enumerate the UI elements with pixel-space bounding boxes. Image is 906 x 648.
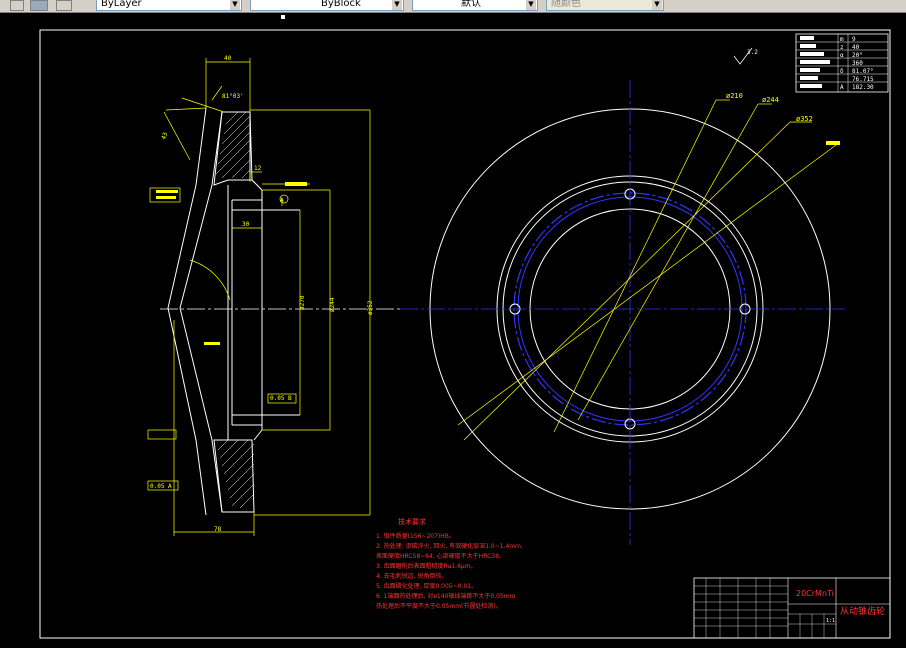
dim-dia-352-vertical: ø352 [367, 300, 374, 315]
tech-req-title: 技术要求 [398, 517, 426, 526]
front-view: ø210 ø244 ø352 [400, 80, 845, 545]
param-sym-2: z [840, 44, 844, 51]
plotstyle-control-value: 随颜色 [551, 0, 581, 9]
datum-a-label: A [280, 197, 284, 204]
tech-req-line-2: 2. 热处理: 渗碳淬火, 回火, 有效硬化层深1.0~1.4mm, [376, 542, 523, 550]
leader-d210: ø210 [726, 92, 743, 100]
chevron-down-icon: ▼ [230, 0, 240, 10]
dim-angle-top: 81°03' [222, 93, 244, 100]
param-val-5: 81.07° [852, 68, 874, 75]
tech-req-line-6: 5. 齿面磷化处理, 厚度0.005~0.01。 [376, 582, 477, 590]
dim-dia-270: ø270 [299, 295, 306, 310]
dim-30: 30 [242, 221, 250, 228]
tech-req-line-8: 热处理后不平度不大于0.05mm(节圆处检测)。 [376, 602, 502, 610]
lineweight-control-dropdown[interactable]: 默认 ▼ [412, 0, 538, 11]
linetype-control-dropdown[interactable]: ByBlock ▼ [250, 0, 404, 11]
leader-d244: ø244 [762, 96, 779, 104]
surface-roughness-mark: 3.2 [733, 47, 758, 65]
chevron-down-icon: ▼ [652, 0, 662, 10]
color-swatch-icon[interactable] [56, 0, 72, 11]
chevron-down-icon: ▼ [392, 0, 402, 10]
linetype-control-value: ByBlock [321, 0, 361, 9]
param-val-7: 182.30 [852, 84, 874, 91]
resize-grip-handle[interactable] [280, 14, 286, 20]
param-val-3: 20° [852, 52, 863, 59]
runout-left: 0.05 A [150, 483, 172, 490]
title-scale: 1:1 [826, 618, 835, 624]
param-sym-7: A [840, 84, 844, 91]
layer-icon[interactable] [10, 0, 24, 11]
gear-parameter-table: m 9 z 40 α 20° 360 δ 81.07° 76.715 A 182… [795, 33, 889, 93]
param-val-2: 40 [852, 44, 860, 51]
tech-req-line-3: 表面硬度HRC58~64, 心部硬度不大于HRC38。 [376, 552, 505, 560]
chevron-down-icon: ▼ [526, 0, 536, 10]
color-control-value: ByLayer [101, 0, 142, 9]
param-sym-1: m [840, 36, 844, 43]
param-val-6: 76.715 [852, 76, 874, 83]
leader-d352: ø352 [796, 115, 813, 123]
param-sym-5: δ [840, 68, 844, 75]
param-val-1: 9 [852, 36, 856, 43]
tech-req-line-7: 6. 1端面热处理后, 对ø140轴线端跳不大于0.05mm [376, 592, 516, 600]
dim-43: 43 [160, 131, 169, 141]
sectional-view: 40 81°03' 43 12 30 A 78 ø352 ø244 ø270 0… [147, 55, 400, 536]
title-block: 20CrMnTi 从动锥齿轮 1:1 [693, 577, 891, 639]
tech-req-line-5: 4. 去毛刺锐边, 锐角倒钝。 [376, 572, 447, 580]
dim-width-40: 40 [224, 55, 232, 62]
technical-requirements: 技术要求 1. 锻件质量(156~207)HB。 2. 热处理: 渗碳淬火, 回… [376, 517, 523, 610]
title-part-name: 从动锥齿轮 [840, 605, 885, 617]
match-properties-icon[interactable] [30, 0, 48, 11]
title-material: 20CrMnTi [796, 589, 834, 598]
dim-dia-244-vertical: ø244 [329, 297, 336, 312]
runout-mid: 0.05 B [270, 395, 292, 402]
plotstyle-control-dropdown[interactable]: 随颜色 ▼ [546, 0, 664, 11]
color-control-dropdown[interactable]: ByLayer ▼ [96, 0, 242, 11]
tech-req-line-4: 3. 齿面磨削后表面粗糙度Ra1.6μm。 [376, 562, 477, 570]
properties-toolbar: ByLayer ▼ ByBlock ▼ 默认 ▼ 随颜色 ▼ [0, 0, 906, 13]
tech-req-line-1: 1. 锻件质量(156~207)HB。 [376, 532, 455, 540]
param-val-4: 360 [852, 60, 863, 67]
lineweight-control-value: 默认 [461, 0, 481, 9]
surface-mark-text: 3.2 [747, 49, 758, 56]
drawing-border [39, 29, 891, 639]
param-sym-3: α [840, 52, 844, 59]
dim-bottom-78: 78 [214, 526, 222, 533]
dim-12: 12 [254, 165, 262, 172]
